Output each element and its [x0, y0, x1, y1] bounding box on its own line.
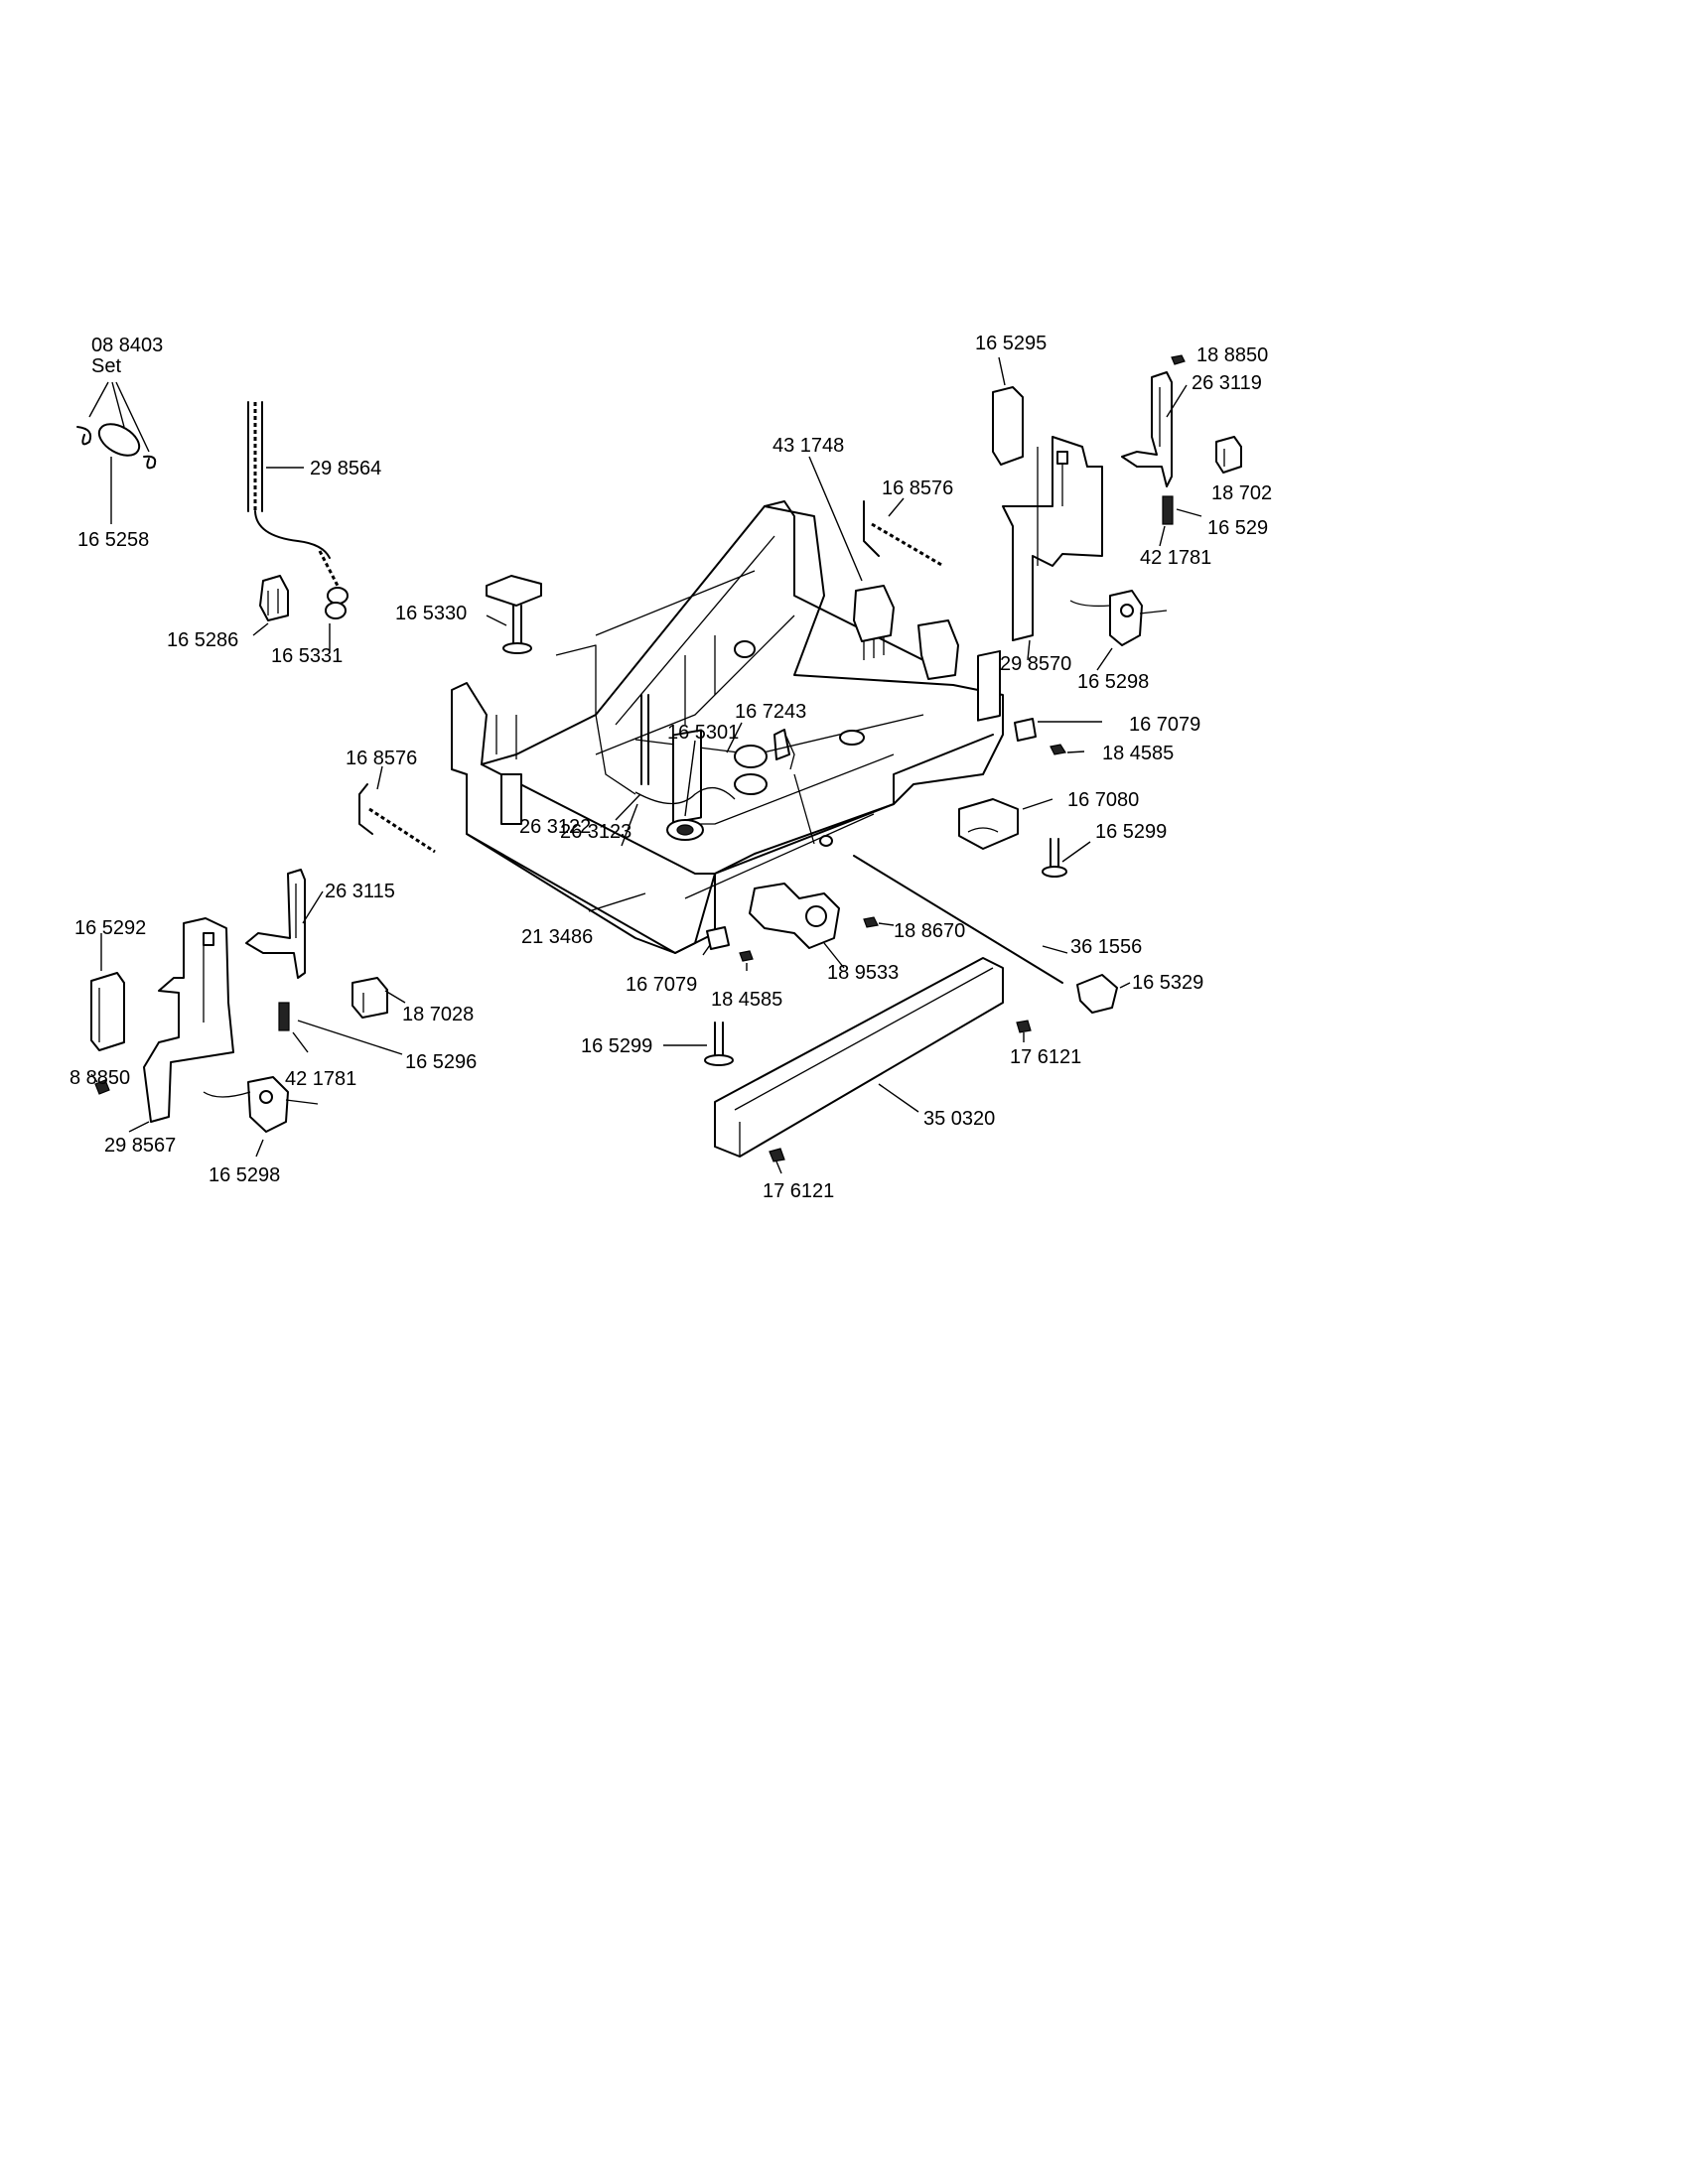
foot-insert	[1076, 974, 1131, 1014]
door-lock-left	[90, 933, 125, 1051]
screw-valve	[863, 916, 895, 928]
base-tub	[451, 500, 1004, 954]
label-168576-top: 16 8576	[882, 478, 953, 499]
label-361556: 36 1556	[1070, 936, 1142, 958]
label-187028-top: 18 702	[1211, 482, 1272, 504]
label-165286: 16 5286	[167, 629, 238, 651]
screw-toe-kick-bottom	[769, 1148, 785, 1174]
door-switch-top	[1069, 590, 1168, 671]
label-187028-left: 18 7028	[402, 1004, 474, 1025]
label-298567: 29 8567	[104, 1135, 176, 1157]
label-168576-left: 16 8576	[346, 748, 417, 769]
terminal-blocks	[808, 456, 959, 680]
spring-top	[1159, 495, 1202, 547]
hinge-plate-left	[245, 869, 324, 979]
hinge-plate-right	[1121, 354, 1188, 487]
label-188850-left: 8 8850	[70, 1067, 130, 1089]
label-165258: 16 5258	[77, 529, 149, 551]
label-298570: 29 8570	[1000, 653, 1071, 675]
screw-left	[90, 1073, 110, 1095]
label-188670: 18 8670	[894, 920, 965, 942]
screw-toe-kick-right	[1016, 1020, 1032, 1042]
label-184585-right: 18 4585	[1102, 743, 1174, 764]
label-421781-top: 42 1781	[1140, 547, 1211, 569]
label-165330: 16 5330	[395, 603, 467, 624]
label-188850-top: 18 8850	[1196, 344, 1268, 366]
label-263115: 26 3115	[325, 881, 395, 902]
label-165296-top: 16 529	[1207, 517, 1268, 539]
label-165329: 16 5329	[1132, 972, 1203, 994]
label-213486: 21 3486	[521, 926, 593, 948]
hinge-spring-top	[863, 497, 944, 568]
label-165331: 16 5331	[271, 645, 343, 667]
right-hinge-bracket	[992, 356, 1103, 661]
screw-right	[1050, 744, 1085, 755]
label-421781-left: 42 1781	[285, 1068, 356, 1090]
label-165301: 16 5301	[667, 722, 739, 744]
label-350320: 35 0320	[923, 1108, 995, 1130]
label-165298-top: 16 5298	[1077, 671, 1149, 693]
clip-center	[702, 926, 730, 956]
label-176121-right: 17 6121	[1010, 1046, 1081, 1068]
valve-assembly	[749, 883, 845, 969]
label-165299-right: 16 5299	[1095, 821, 1167, 843]
label-165299-center: 16 5299	[581, 1035, 652, 1057]
label-165298-left: 16 5298	[209, 1164, 280, 1186]
label-167243: 16 7243	[735, 701, 806, 723]
leveling-foot-center	[663, 1022, 734, 1066]
label-165292: 16 5292	[74, 917, 146, 939]
toe-kick-panel	[714, 957, 1004, 1158]
leveling-foot-rear	[486, 575, 542, 654]
drain-hose	[247, 401, 349, 619]
label-263123: 26 3123	[560, 821, 632, 843]
damper-left	[351, 977, 406, 1019]
label-167080: 16 7080	[1067, 789, 1139, 811]
label-184585-center: 18 4585	[711, 989, 782, 1011]
left-hinge-bracket	[128, 917, 234, 1133]
label-263122: 26 3122	[519, 816, 591, 838]
label-167079-center: 16 7079	[626, 974, 697, 996]
label-167079-right: 16 7079	[1129, 714, 1200, 736]
hinge-spring-left	[358, 765, 436, 854]
rod	[853, 855, 1068, 984]
hose-clip-set	[76, 381, 157, 524]
label-165295: 16 5295	[975, 333, 1047, 354]
door-switch-left	[203, 1076, 319, 1158]
pressure-parts	[726, 722, 790, 760]
label-165296-left: 16 5296	[405, 1051, 477, 1073]
label-kit-set: Set	[91, 355, 121, 377]
label-189533: 18 9533	[827, 962, 899, 984]
label-263119: 26 3119	[1192, 372, 1262, 394]
leveling-foot-right	[1042, 838, 1091, 878]
damper-top	[1215, 436, 1242, 474]
spring-left	[278, 1002, 403, 1055]
label-176121-bottom: 17 6121	[763, 1180, 834, 1202]
foot-cover	[958, 798, 1053, 850]
label-kit-088403: 08 8403	[91, 335, 163, 356]
label-431748: 43 1748	[772, 435, 844, 457]
label-298564: 29 8564	[310, 458, 381, 479]
screw-center	[739, 950, 754, 971]
clip-right	[1014, 718, 1102, 742]
hose-bracket	[252, 575, 331, 650]
